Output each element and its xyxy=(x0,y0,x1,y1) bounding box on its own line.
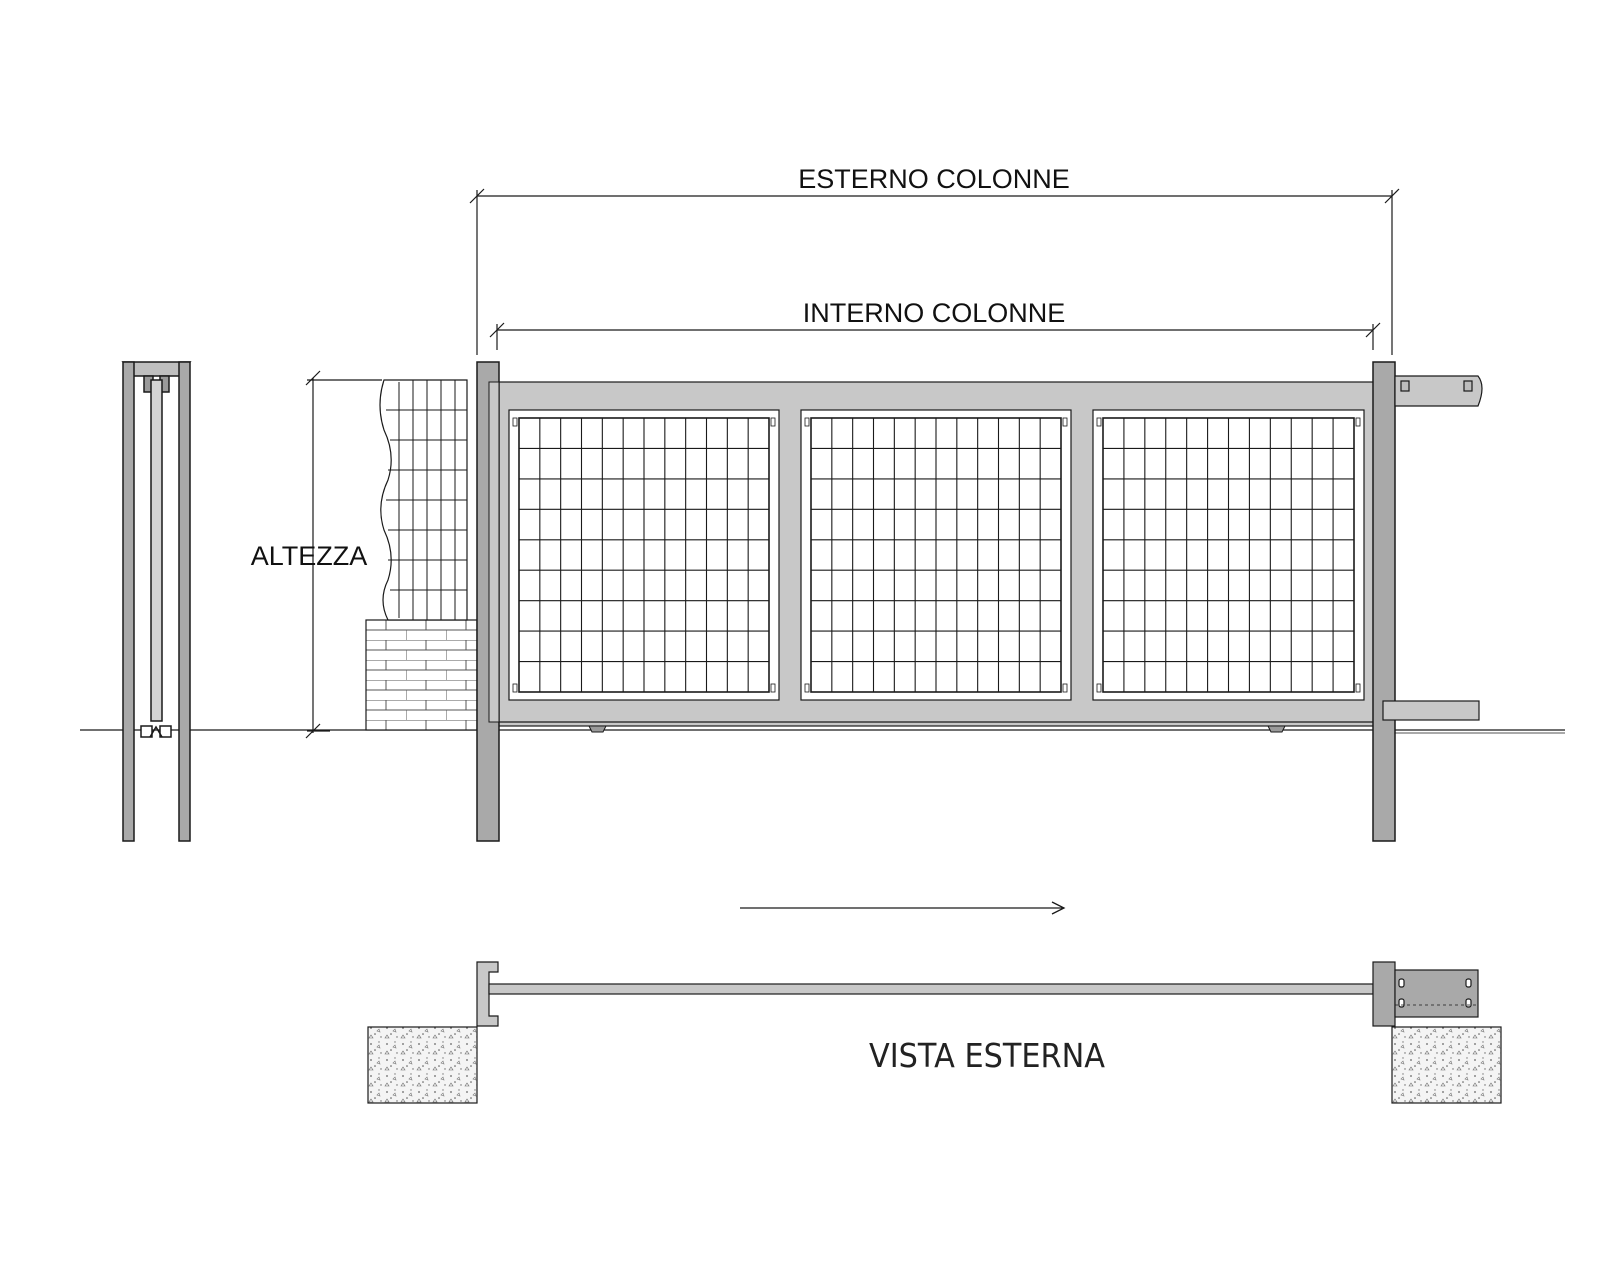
label-altezza: ALTEZZA xyxy=(251,541,368,571)
opening-direction-arrow xyxy=(740,901,1066,915)
gate-panel-3 xyxy=(1096,417,1361,693)
dimension-altezza xyxy=(305,370,382,739)
lower-stop xyxy=(1382,700,1480,721)
dimension-esterno-colonne xyxy=(469,188,1400,355)
right-post xyxy=(1372,361,1396,842)
label-esterno-colonne: ESTERNO COLONNE xyxy=(798,164,1070,194)
gate-panel-1 xyxy=(512,417,776,693)
label-interno-colonne: INTERNO COLONNE xyxy=(803,298,1066,328)
brick-wall xyxy=(365,619,478,731)
upper-guide xyxy=(1394,375,1483,407)
side-fence xyxy=(379,379,468,621)
side-view-post xyxy=(121,361,192,842)
ground-line xyxy=(80,729,1565,734)
dimension-interno-colonne xyxy=(489,322,1381,350)
gate-wheels xyxy=(588,725,1286,733)
gate-panel-2 xyxy=(804,417,1068,693)
label-vista-esterna: VISTA ESTERNA xyxy=(869,1036,1105,1075)
plan-view xyxy=(367,961,1502,1104)
left-post xyxy=(476,361,500,842)
